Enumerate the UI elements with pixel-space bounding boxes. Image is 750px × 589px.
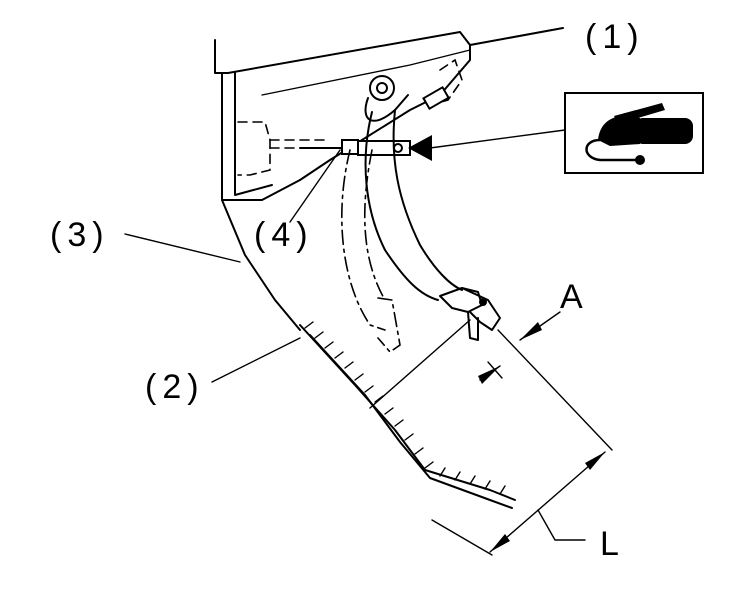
callout-3: (3) bbox=[50, 216, 110, 254]
callout-1: (1) bbox=[585, 18, 645, 56]
dimension-l-label: L bbox=[600, 525, 619, 563]
grease-gun-icon bbox=[564, 92, 704, 174]
pedal-bracket bbox=[299, 44, 471, 181]
floor-panel bbox=[221, 199, 301, 331]
callout-4: (4) bbox=[254, 216, 314, 254]
dimension-a-label: A bbox=[560, 278, 583, 316]
dimension-lines bbox=[369, 311, 613, 556]
pedal-arm bbox=[364, 109, 501, 341]
callout-2: (2) bbox=[145, 368, 205, 406]
pedal-depressed-outline bbox=[341, 149, 401, 354]
leader-lines bbox=[124, 27, 586, 541]
carpet bbox=[299, 321, 516, 509]
